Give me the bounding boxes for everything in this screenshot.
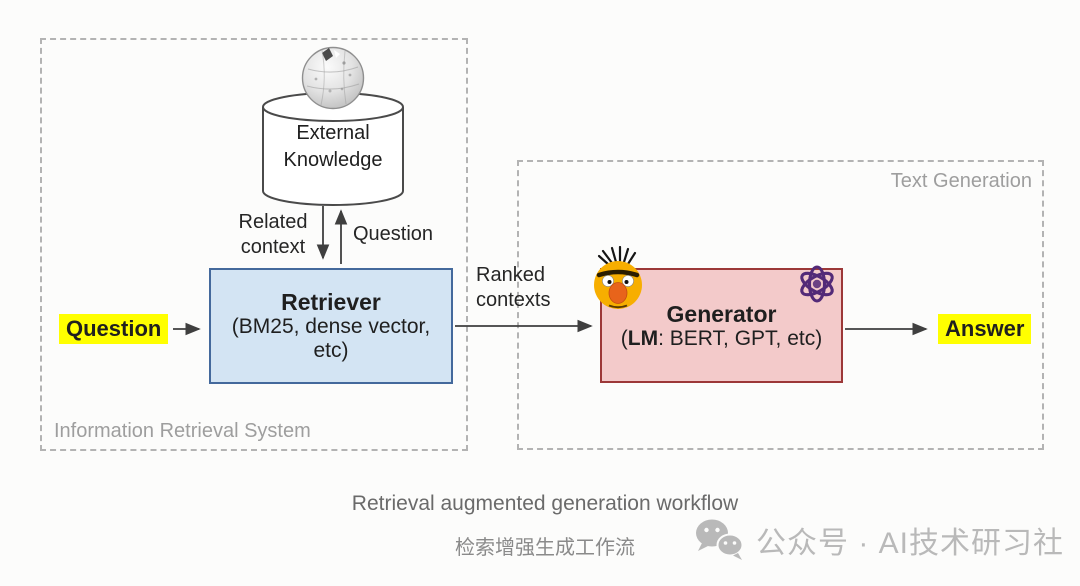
information-retrieval-system-region: Information Retrieval System: [40, 38, 468, 451]
ranked-contexts-line1: Ranked: [476, 264, 545, 286]
question-arrow-label: Question: [353, 223, 434, 245]
generator-subtitle: (LM: BERT, GPT, etc): [621, 327, 822, 351]
answer-output-label: Answer: [938, 314, 1032, 344]
watermark-text: 公众号 · AI技术研习社: [756, 527, 1065, 560]
retriever-subtitle-line2: etc): [313, 339, 349, 362]
external-knowledge-node: External Knowledge: [262, 120, 404, 174]
external-knowledge-line1: External: [296, 122, 370, 144]
caption-chinese: 检索增强生成工作流: [455, 537, 635, 559]
wechat-icon: [696, 519, 744, 560]
information-retrieval-system-label: Information Retrieval System: [54, 420, 311, 442]
caption-english: Retrieval augmented generation workflow: [351, 492, 739, 515]
text-generation-label: Text Generation: [890, 170, 1032, 192]
openai-icon: [800, 265, 834, 303]
watermark: 公众号 · AI技术研习社: [694, 517, 1064, 563]
bert-icon: [594, 246, 642, 309]
ranked-contexts-line2: contexts: [476, 289, 551, 311]
generator-subtitle-rest: : BERT, GPT, etc): [658, 326, 823, 350]
question-input-label: Question: [59, 314, 169, 344]
ranked-contexts-label: Ranked contexts: [476, 263, 550, 313]
related-context-line2: context: [240, 236, 306, 258]
retriever-node: Retriever (BM25, dense vector, etc): [209, 268, 453, 384]
generator-title: Generator: [666, 300, 777, 327]
text-generation-region: Text Generation: [517, 160, 1044, 450]
external-knowledge-line2: Knowledge: [283, 149, 383, 171]
retriever-title: Retriever: [281, 289, 381, 315]
retriever-subtitle-line1: (BM25, dense vector,: [231, 315, 431, 338]
generator-subtitle-open: (: [620, 326, 628, 350]
related-context-label: Related context: [233, 210, 313, 260]
related-context-line1: Related: [238, 211, 308, 233]
wikipedia-globe-icon: [301, 46, 365, 110]
generator-subtitle-lm: LM: [627, 326, 659, 350]
